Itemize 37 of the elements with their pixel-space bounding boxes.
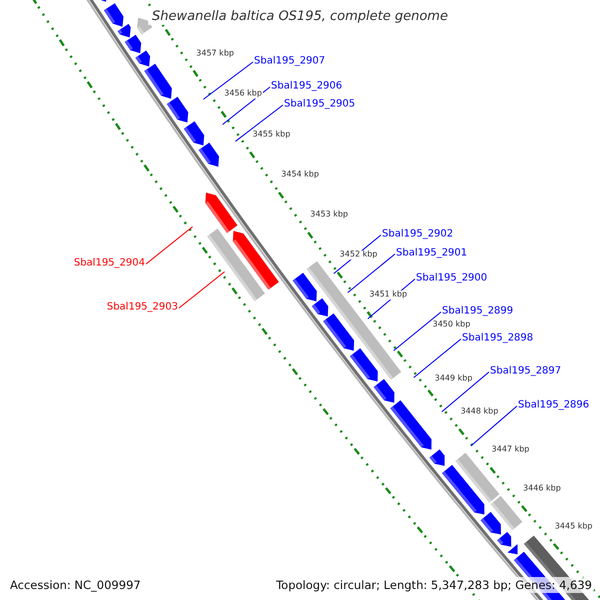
leader-line [178, 271, 226, 308]
gene-label: Sbal195_2903 [106, 302, 178, 312]
leader-line [441, 372, 490, 412]
position-label: 3448 kbp [460, 408, 500, 416]
position-label: 3446 kbp [522, 484, 562, 494]
gene-label: Sbal195_2897 [490, 366, 562, 376]
position-label: 3451 kbp [368, 290, 408, 300]
leader-line [413, 338, 462, 378]
position-label: 3449 kbp [434, 375, 474, 384]
gene-label: Sbal195_2899 [442, 306, 514, 316]
position-label: 3454 kbp [280, 170, 320, 180]
gene-label: Sbal195_2898 [462, 332, 534, 344]
genome-stats-text: Topology: circular; Length: 5,347,283 bp; Genes: 4,639 [274, 577, 594, 593]
leader-line [222, 86, 270, 125]
position-label: 3450 kbp [432, 320, 472, 330]
position-label: 3447 kbp [490, 446, 530, 455]
accession-text: Accession: NC_009997 [8, 577, 143, 593]
leader-line [347, 254, 396, 294]
gene-label: Sbal195_2904 [74, 258, 145, 268]
position-label: 3456 kbp [223, 90, 263, 99]
leader-line [470, 406, 518, 446]
gene-label: Sbal195_2901 [396, 248, 468, 258]
gene-label: Sbal195_2900 [416, 272, 488, 284]
position-label: 3452 kbp [338, 250, 378, 260]
position-label: 3455 kbp [252, 130, 292, 140]
position-label: 3453 kbp [309, 210, 349, 220]
leader-line [202, 62, 254, 100]
position-label: 3457 kbp [195, 49, 235, 58]
leader-line [146, 226, 194, 264]
gene-label: Sbal195_2896 [518, 400, 590, 410]
position-label: 3445 kbp [554, 522, 594, 532]
gene-label: Sbal195_2906 [271, 80, 342, 92]
gene-label: Sbal195_2907 [254, 56, 326, 66]
gene-label: Sbal195_2905 [284, 98, 356, 110]
gene-label: Sbal195_2902 [382, 228, 454, 240]
leader-line [235, 104, 284, 142]
leader-line [393, 312, 442, 352]
